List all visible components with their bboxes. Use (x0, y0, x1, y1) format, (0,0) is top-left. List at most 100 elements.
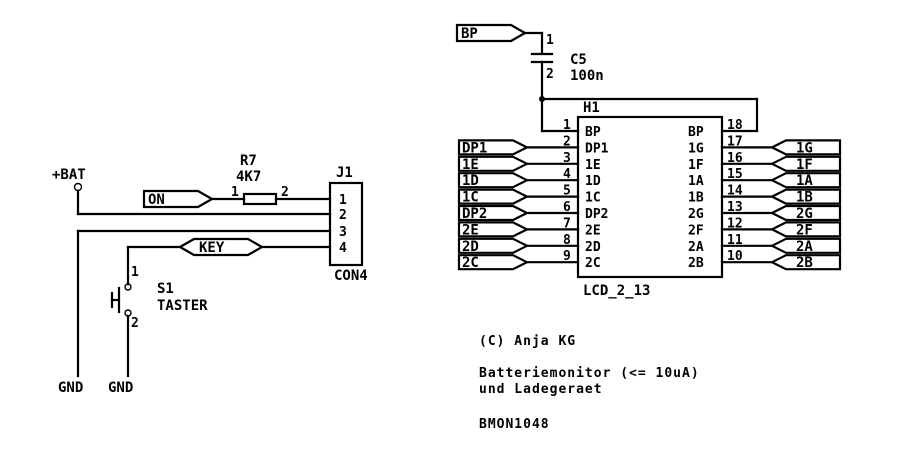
h1-name: H1 (583, 100, 600, 116)
h1-pin-name-6: DP2 (585, 207, 608, 222)
net-flag-2f (769, 221, 842, 238)
r7-value: 4K7 (236, 169, 261, 185)
net-flag-1a (769, 172, 842, 189)
net-flag-2c (457, 254, 530, 271)
h1-pin-name-11: 2A (688, 240, 704, 255)
h1-pin-name-14: 1B (688, 191, 704, 206)
net-label-2b: 2B (796, 255, 813, 271)
j1-type: CON4 (334, 268, 368, 284)
net-label-2g: 2G (796, 206, 813, 222)
net-flag-1e (457, 155, 530, 172)
c5-value: 100n (570, 68, 604, 84)
h1-pin-name-5: 1C (585, 191, 601, 206)
gnd1-label: GND (58, 380, 83, 396)
code-label: BMON1048 (479, 417, 550, 432)
j1-pin-1: 1 (339, 193, 347, 208)
j1-connector-box (328, 181, 364, 267)
h1-type: LCD_2_13 (583, 283, 650, 299)
s1-pin1: 1 (131, 265, 139, 280)
s1-pin2: 2 (131, 316, 139, 331)
h1-pin-name-17: 1G (688, 141, 704, 156)
net-label-1g: 1G (796, 140, 813, 156)
r7-resistor-icon (242, 192, 278, 206)
copyright-note: (C) Anja KG (479, 334, 576, 349)
h1-pin-name-12: 2F (688, 223, 704, 238)
net-label-1f: 1F (796, 157, 813, 173)
net-label-1d: 1D (462, 173, 479, 189)
h1-pin-number-6: 6 (563, 200, 571, 215)
key-port-label: KEY (199, 240, 225, 256)
net-flag-dp1 (457, 139, 530, 156)
h1-pin-number-10: 10 (727, 249, 743, 264)
net-label-1e: 1E (462, 157, 479, 173)
on-port-flag (142, 189, 215, 209)
h1-pin-number-3: 3 (563, 151, 571, 166)
h1-pin-name-2: DP1 (585, 141, 609, 156)
net-label-2a: 2A (796, 239, 813, 255)
h1-pin-number-8: 8 (563, 233, 571, 248)
r7-pin2: 2 (281, 185, 289, 200)
net-flag-2b (769, 254, 842, 271)
s1-contact-top-icon (124, 283, 132, 291)
net-flag-1d (457, 172, 530, 189)
h1-pin-number-13: 13 (727, 200, 743, 215)
h1-pin-number-14: 14 (727, 184, 743, 199)
gnd2-label: GND (108, 380, 133, 396)
net-label-2e: 2E (462, 222, 479, 238)
h1-pin-number-5: 5 (563, 184, 571, 199)
s1-type: TASTER (157, 298, 208, 314)
bat-label: +BAT (52, 167, 86, 183)
key-port-flag (177, 237, 265, 257)
r7-pin1: 1 (231, 185, 239, 200)
h1-pin-number-7: 7 (563, 216, 571, 231)
h1-pin-name-16: 1F (688, 158, 704, 173)
h1-pin-number-15: 15 (727, 167, 743, 182)
j1-pin-4: 4 (339, 241, 347, 256)
h1-pin-name-15: 1A (688, 174, 704, 189)
h1-pin-number-9: 9 (563, 249, 571, 264)
h1-pin-number-11: 11 (727, 233, 743, 248)
net-flag-1f (769, 155, 842, 172)
net-flag-2e (457, 221, 530, 238)
net-label-2d: 2D (462, 239, 479, 255)
r7-name: R7 (240, 153, 257, 169)
h1-pin-name-1: BP (585, 125, 601, 140)
net-flag-1g (769, 139, 842, 156)
h1-pin-number-17: 17 (727, 134, 743, 149)
left-circuit: +BAT ON R7 4K7 1 2 J1 1 2 3 4 CON4 GND K… (52, 153, 368, 396)
net-flag-dp2 (457, 204, 530, 222)
net-flag-2d (457, 237, 530, 254)
bp-port-label: BP (461, 26, 478, 42)
description-line1: Batteriemonitor (<= 10uA) (479, 366, 700, 381)
h1-pin-number-18: 18 (727, 118, 743, 133)
net-label-2f: 2F (796, 222, 813, 238)
net-label-1b: 1B (796, 190, 813, 206)
h1-pin-name-10: 2B (688, 256, 704, 271)
net-flag-1c (457, 188, 530, 205)
net-label-dp2: DP2 (462, 206, 487, 222)
net-label-1c: 1C (462, 190, 479, 206)
h1-pin-name-13: 2G (688, 207, 704, 222)
s1-name: S1 (157, 281, 174, 297)
j1-pin-3: 3 (339, 225, 347, 240)
on-port-label: ON (148, 192, 165, 208)
c5-pin2: 2 (546, 67, 554, 82)
h1-pin-name-4: 1D (585, 174, 601, 189)
net-label-1a: 1A (796, 173, 813, 189)
h1-pin-name-7: 2E (585, 223, 601, 238)
c5-pin1: 1 (546, 33, 554, 48)
h1-pin-number-12: 12 (727, 216, 743, 231)
net-label-2c: 2C (462, 255, 479, 271)
h1-pin-number-1: 1 (563, 118, 571, 133)
bp-port-flag (455, 23, 528, 43)
c5-name: C5 (570, 52, 587, 68)
h1-pin-name-18: BP (688, 125, 704, 140)
net-flag-1b (769, 188, 842, 205)
h1-pin-number-4: 4 (563, 167, 571, 182)
h1-pin-name-3: 1E (585, 158, 601, 173)
j1-name: J1 (336, 165, 353, 181)
net-flag-2a (769, 237, 842, 254)
h1-pin-number-2: 2 (563, 134, 571, 149)
